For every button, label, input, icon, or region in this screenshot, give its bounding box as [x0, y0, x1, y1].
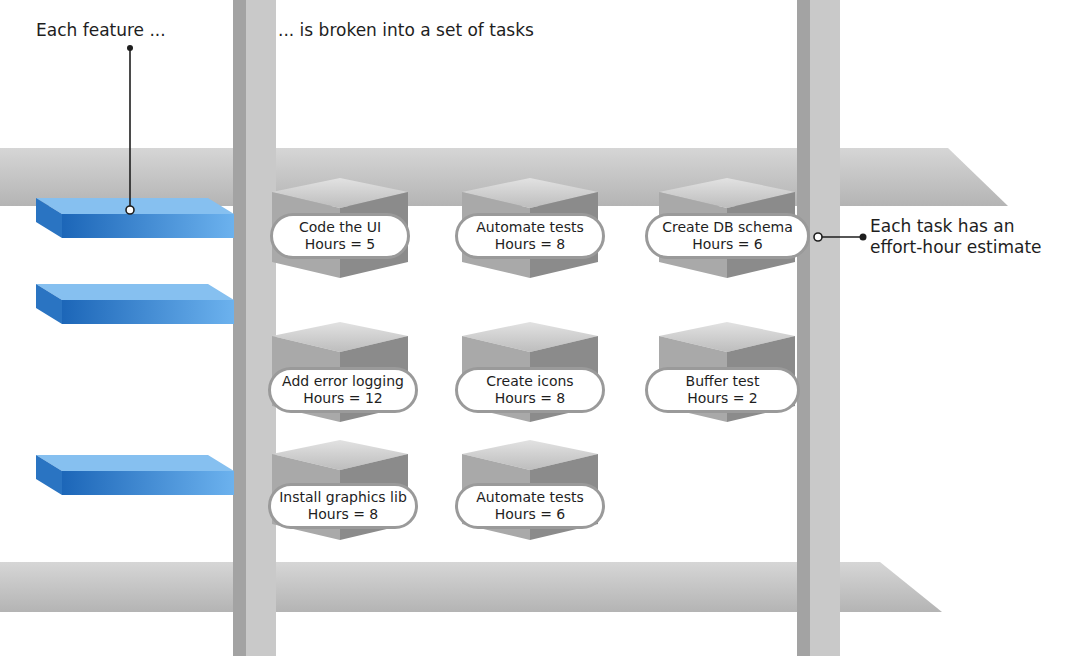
task-name: Code the UI	[299, 219, 381, 236]
task-name: Create icons	[486, 373, 573, 390]
task-pill: Create DB schemaHours = 6	[645, 213, 810, 259]
feature-slab	[36, 284, 234, 324]
effort-hours: Hours = 8	[495, 236, 566, 253]
left-pillar-front	[246, 0, 276, 656]
feature-slab	[36, 198, 234, 238]
annotation-text: ... is broken into a set of tasks	[278, 20, 534, 41]
effort-hours: Hours = 12	[303, 390, 382, 407]
task-cube	[659, 178, 795, 278]
task-name: Automate tests	[476, 489, 583, 506]
left-pillar-side	[233, 0, 246, 656]
task-pill: Automate testsHours = 6	[455, 483, 605, 529]
leader-dot	[127, 45, 133, 51]
task-name: Buffer test	[686, 373, 760, 390]
task-pill: Install graphics libHours = 8	[268, 483, 418, 529]
effort-hours: Hours = 8	[308, 506, 379, 523]
effort-hours: Hours = 8	[495, 390, 566, 407]
annotation-text: Each feature ...	[36, 20, 166, 41]
task-pill: Code the UIHours = 5	[270, 213, 410, 259]
effort-hours: Hours = 6	[495, 506, 566, 523]
task-name: Install graphics lib	[279, 489, 407, 506]
feature-leader-line	[129, 48, 131, 208]
task-cube	[462, 178, 598, 278]
task-name: Create DB schema	[662, 219, 793, 236]
task-leader-line	[822, 236, 862, 238]
task-pill: Automate testsHours = 8	[455, 213, 605, 259]
annotation-text: Each task has an effort-hour estimate	[870, 216, 1070, 258]
task-pill: Buffer testHours = 2	[645, 367, 800, 413]
leader-dot	[860, 234, 867, 241]
effort-hours: Hours = 6	[692, 236, 763, 253]
task-name: Automate tests	[476, 219, 583, 236]
task-name: Add error logging	[282, 373, 404, 390]
task-pill: Create iconsHours = 8	[455, 367, 605, 413]
effort-hours: Hours = 2	[687, 390, 758, 407]
right-pillar-front	[810, 0, 840, 656]
task-pill: Add error loggingHours = 12	[268, 367, 418, 413]
leader-ring	[126, 206, 134, 214]
feature-slab	[36, 455, 234, 495]
effort-hours: Hours = 5	[305, 236, 376, 253]
leader-ring	[814, 233, 822, 241]
right-pillar-side	[797, 0, 810, 656]
